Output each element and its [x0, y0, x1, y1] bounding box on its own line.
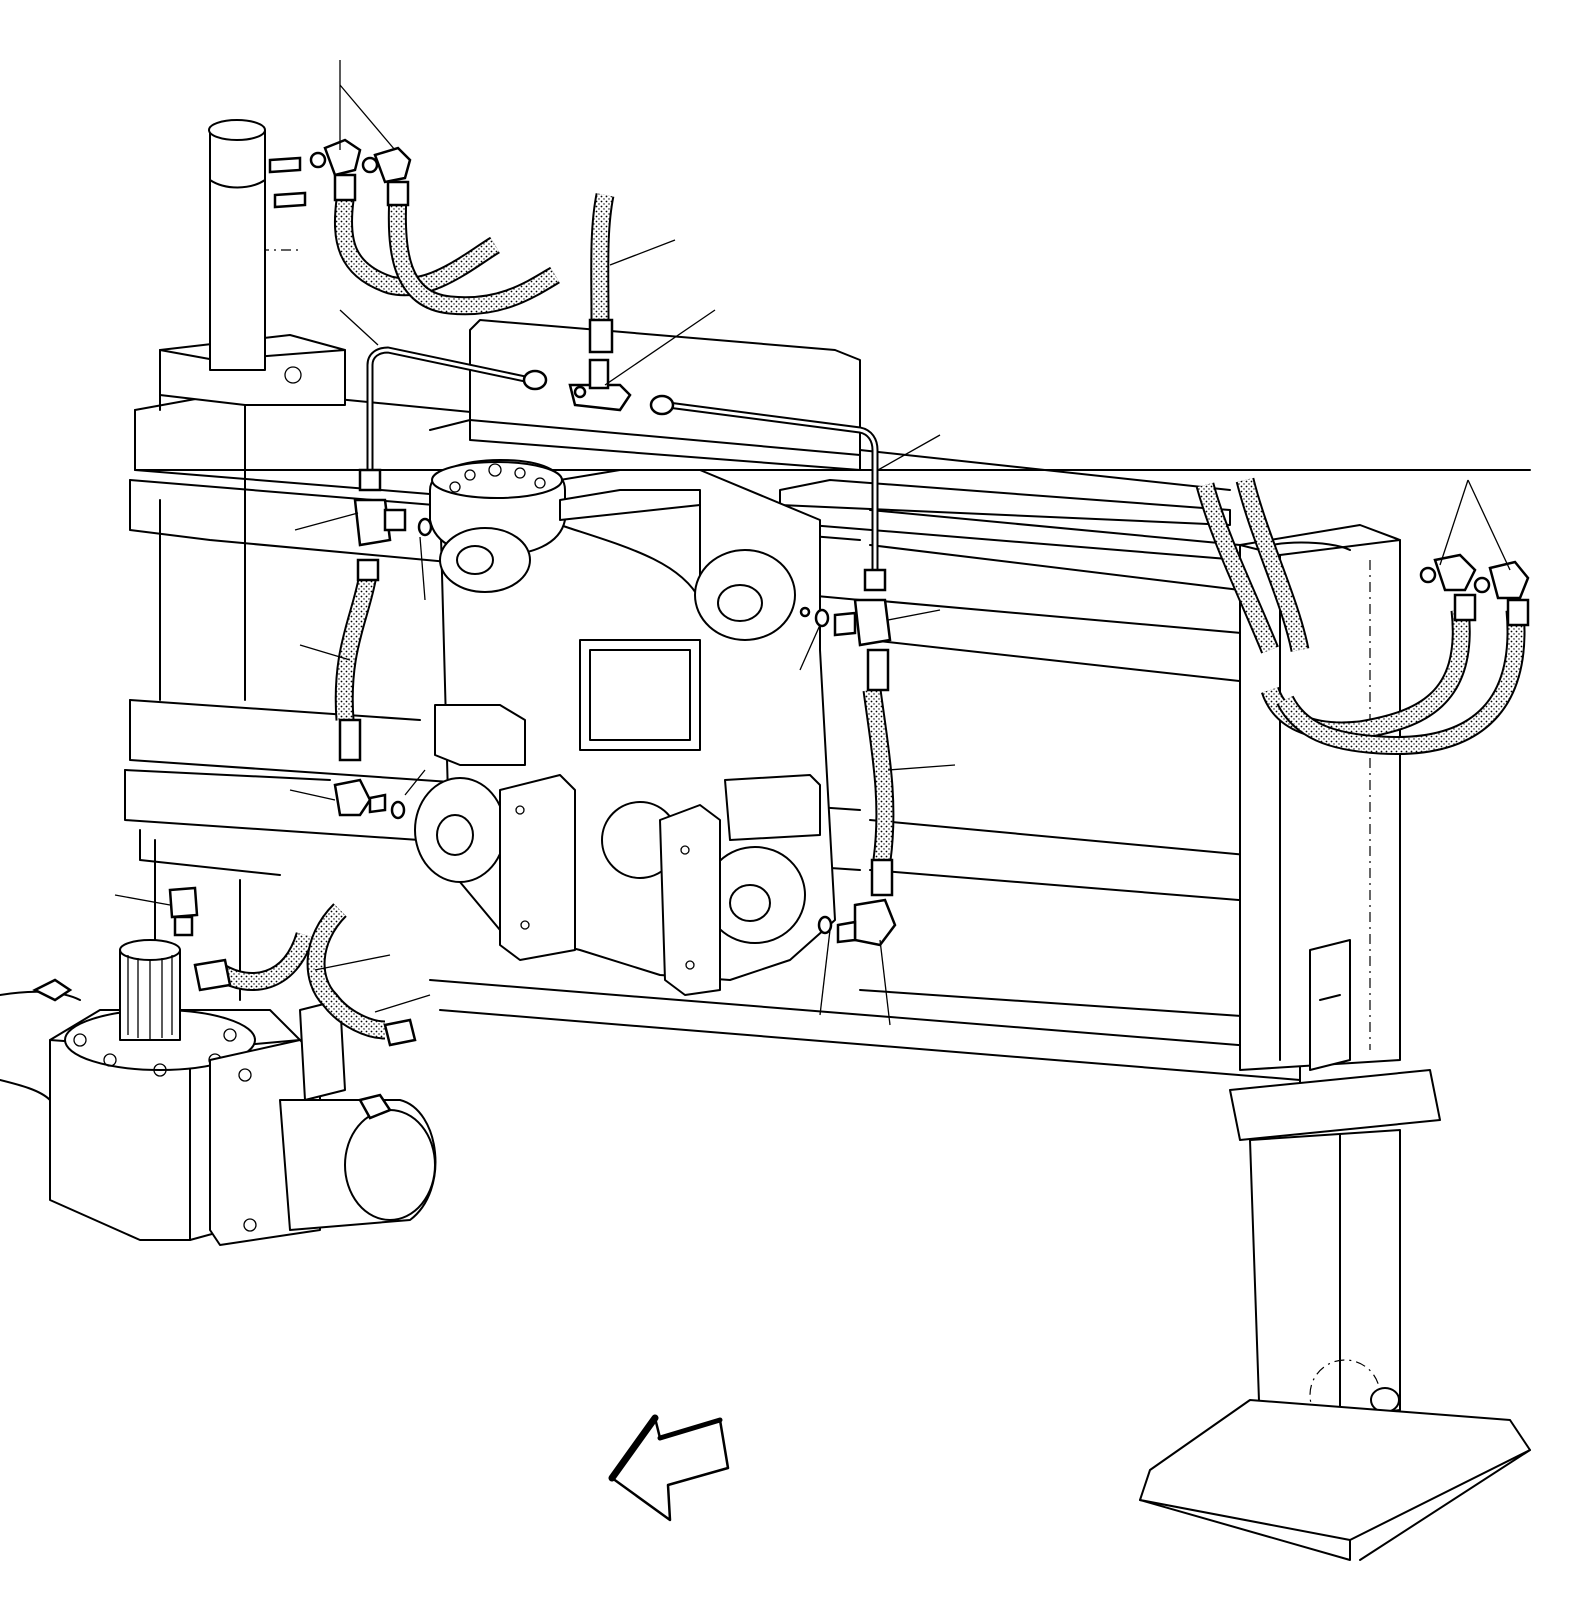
- leader-2: [339, 84, 396, 151]
- leader-15: [114, 894, 171, 906]
- leader-3: [609, 239, 676, 266]
- leader-4: [604, 309, 716, 386]
- right-post: [1139, 524, 1531, 1561]
- leader-12: [887, 764, 956, 771]
- drive-gearbox: [0, 939, 437, 1246]
- carriage-plate: [414, 459, 836, 996]
- leader-10: [887, 609, 941, 621]
- hose-right-middle: [862, 688, 895, 862]
- hose-left-upper: [334, 573, 378, 721]
- roller-bottom-left: [414, 777, 506, 883]
- rigid-pipes: [366, 346, 879, 574]
- leader-20: [1439, 479, 1469, 566]
- leader-11: [799, 624, 821, 671]
- left-cylinder: [208, 119, 307, 371]
- hose-bottom-left-1: [215, 931, 315, 991]
- roller-top-right: [694, 549, 796, 641]
- leader-16: [314, 954, 391, 971]
- leader-18: [819, 929, 831, 1016]
- leader-17: [374, 994, 431, 1013]
- leader-19: [879, 939, 891, 1026]
- callout-leaders: [114, 60, 1511, 1026]
- leader-7: [294, 512, 359, 531]
- roller-top-left: [439, 527, 531, 593]
- hydraulic-hoses: [215, 193, 1526, 1040]
- hose-right-4: [1235, 477, 1310, 652]
- leader-5: [339, 309, 379, 346]
- hose-right-2: [1276, 609, 1526, 756]
- hose-top-left-2: [387, 194, 560, 316]
- leader-6: [877, 434, 941, 471]
- leader-9: [299, 644, 351, 661]
- hose-top-left-1: [333, 198, 500, 297]
- hose-fittings: [168, 138, 1530, 1047]
- main-frame: [124, 319, 1531, 1091]
- front-direction-arrow: [608, 1414, 730, 1522]
- hose-right-3: [1195, 482, 1279, 654]
- hose-top-center: [590, 193, 615, 321]
- hose-bottom-left-2: [306, 903, 386, 1040]
- leader-13: [289, 789, 336, 801]
- leader-8: [419, 536, 426, 601]
- leader-14: [404, 769, 426, 796]
